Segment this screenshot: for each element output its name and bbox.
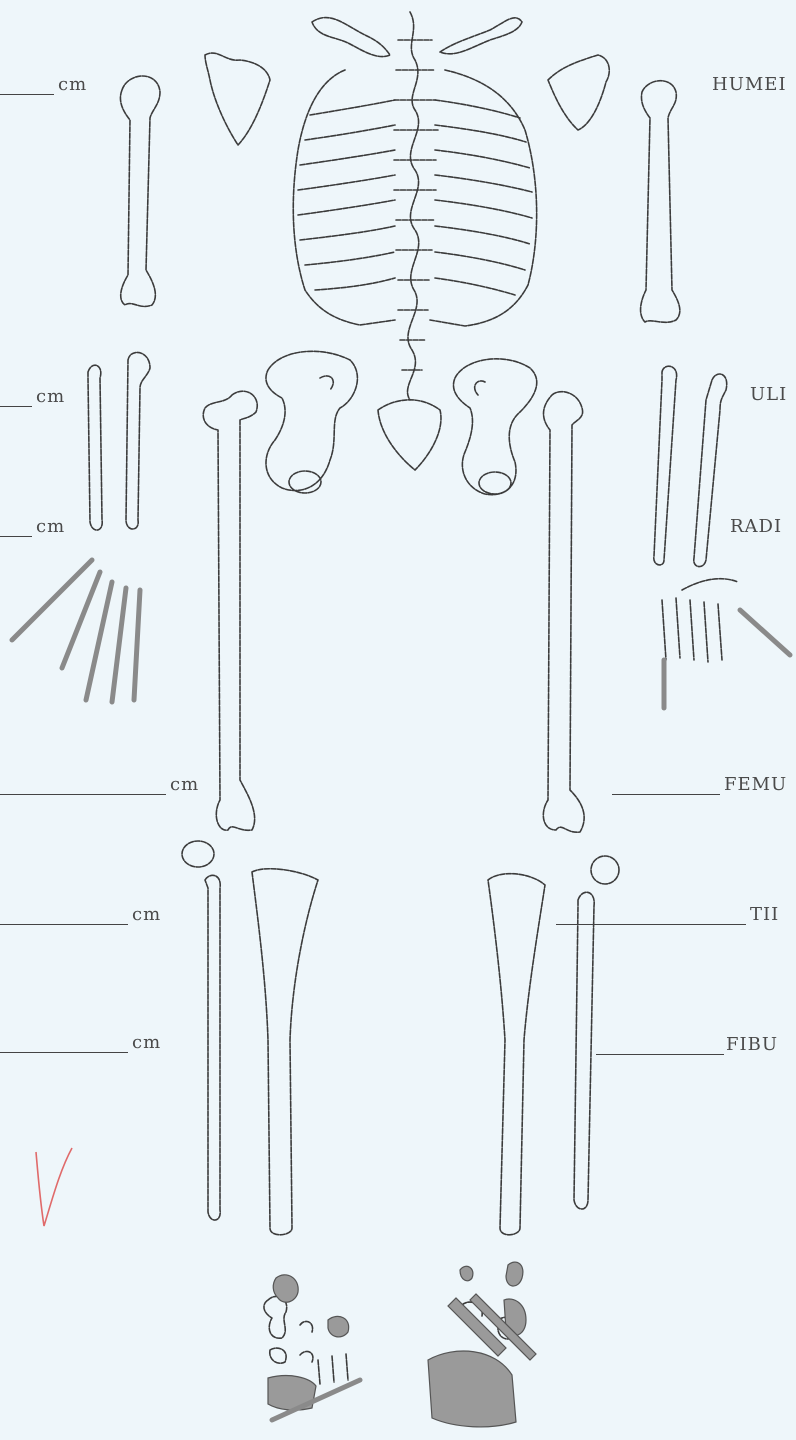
radius-left bbox=[126, 352, 150, 529]
bone-label-tibia: TII bbox=[750, 906, 779, 924]
bone-label-femur: FEMU bbox=[724, 776, 787, 794]
clavicle-left bbox=[312, 18, 390, 57]
patella-right bbox=[591, 856, 619, 884]
fibula-right bbox=[574, 892, 594, 1209]
answer-line-fibula[interactable] bbox=[0, 1052, 128, 1053]
tibia-right bbox=[488, 874, 545, 1235]
fibula-left bbox=[205, 875, 220, 1220]
humerus-right bbox=[641, 81, 680, 323]
leader-line-fibula bbox=[596, 1054, 724, 1055]
bone-label-humerus: HUMEI bbox=[712, 76, 787, 94]
leader-line-tibia bbox=[556, 924, 746, 925]
ulna-right bbox=[654, 366, 677, 565]
humerus-left bbox=[120, 76, 160, 306]
unit-label-radius: cm bbox=[36, 518, 65, 536]
ulna-left bbox=[88, 365, 102, 530]
answer-line-tibia[interactable] bbox=[0, 924, 128, 925]
bone-label-fibula: FIBU bbox=[726, 1036, 778, 1054]
hand-bones-left bbox=[12, 560, 140, 702]
scapula-right bbox=[548, 55, 609, 130]
sacrum bbox=[378, 400, 441, 470]
radius-right bbox=[694, 374, 727, 567]
answer-line-radius[interactable] bbox=[0, 536, 32, 537]
hip-bone-left bbox=[266, 351, 357, 490]
femur-right bbox=[543, 392, 584, 833]
unit-label-tibia: cm bbox=[132, 906, 161, 924]
answer-line-humerus[interactable] bbox=[0, 94, 54, 95]
red-check-mark bbox=[36, 1148, 72, 1226]
patella-left bbox=[182, 841, 214, 867]
answer-line-femur[interactable] bbox=[0, 794, 166, 795]
femur-left bbox=[203, 391, 257, 830]
hand-bones-right bbox=[664, 610, 790, 708]
tibia-left bbox=[252, 869, 318, 1235]
clavicle-right bbox=[440, 18, 522, 54]
foot-bones-left bbox=[264, 1296, 287, 1338]
unit-label-humerus: cm bbox=[58, 76, 87, 94]
answer-line-ulna[interactable] bbox=[0, 406, 32, 407]
bone-label-radius: RADI bbox=[730, 518, 782, 536]
unit-label-ulna: cm bbox=[36, 388, 65, 406]
leader-line-femur bbox=[612, 794, 720, 795]
unit-label-fibula: cm bbox=[132, 1034, 161, 1052]
scapula-left bbox=[205, 53, 270, 145]
bone-label-ulna: ULI bbox=[750, 386, 787, 404]
unit-label-femur: cm bbox=[170, 776, 199, 794]
hip-bone-right bbox=[453, 359, 536, 495]
